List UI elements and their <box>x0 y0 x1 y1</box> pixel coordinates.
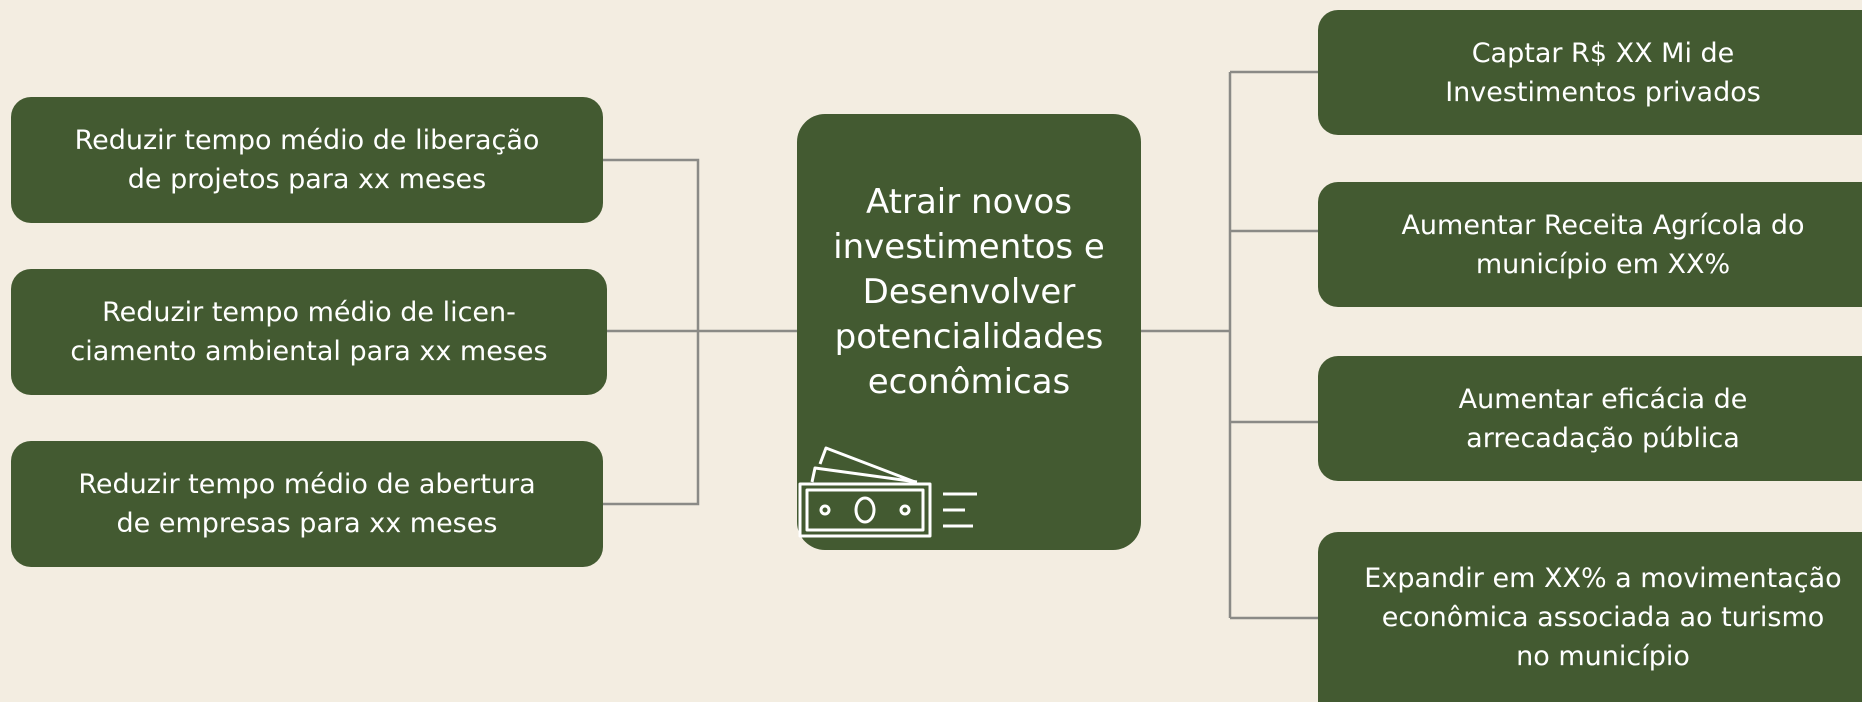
left-goal-box-2: Reduzir tempo médio de licen- ciamento a… <box>11 269 607 395</box>
right-goal-box-3: Aumentar eficácia de arrecadação pública <box>1318 356 1862 481</box>
left-goal-text-3: Reduzir tempo médio de abertura de empre… <box>78 469 536 539</box>
right-goal-text-3: Aumentar eficácia de arrecadação pública <box>1458 383 1748 454</box>
money-bill-icon <box>798 446 977 538</box>
left-goal-text-1: Reduzir tempo médio de liberação de proj… <box>74 125 540 195</box>
central-objective-title: Atrair novos investimentos e Desenvolver… <box>833 182 1105 402</box>
right-goal-box-4: Expandir em XX% a movimentação econômica… <box>1318 532 1862 702</box>
right-goal-text-4: Expandir em XX% a movimentação econômica… <box>1364 562 1842 672</box>
central-objective-box: Atrair novos investimentos e Desenvolver… <box>797 114 1141 550</box>
right-goal-text-2: Aumentar Receita Agrícola do município e… <box>1401 209 1805 280</box>
left-goal-box-3: Reduzir tempo médio de abertura de empre… <box>11 441 603 567</box>
left-goal-text-2: Reduzir tempo médio de licen- ciamento a… <box>70 297 548 367</box>
right-goal-text-1: Captar R$ XX Mi de Investimentos privado… <box>1445 37 1761 108</box>
left-goal-box-1: Reduzir tempo médio de liberação de proj… <box>11 97 603 223</box>
right-goal-box-2: Aumentar Receita Agrícola do município e… <box>1318 182 1862 307</box>
right-goal-box-1: Captar R$ XX Mi de Investimentos privado… <box>1318 10 1862 135</box>
